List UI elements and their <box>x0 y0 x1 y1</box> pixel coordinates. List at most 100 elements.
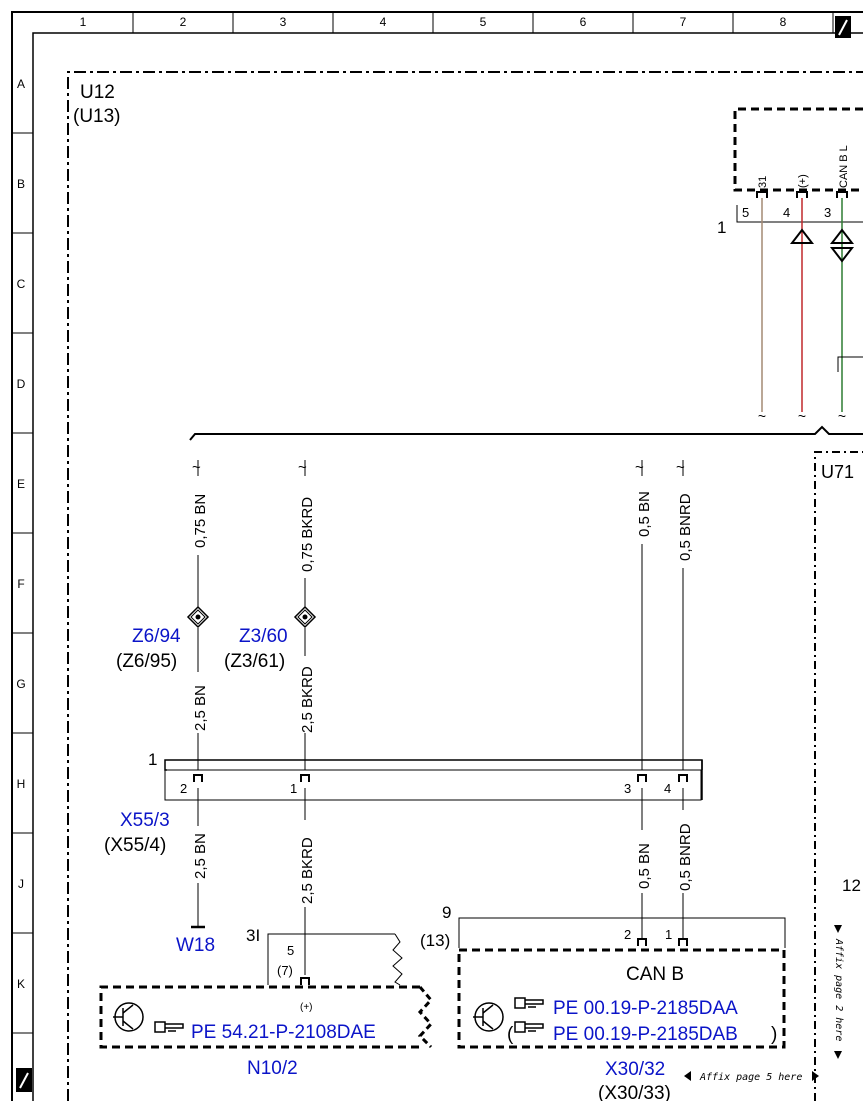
triangle-icon <box>812 1071 819 1081</box>
wire-spec: 0,75 BKRD <box>299 497 316 572</box>
row-label: E <box>17 477 25 491</box>
svg-text:~: ~ <box>635 459 644 476</box>
pointing-hand-icon <box>154 1021 184 1033</box>
svg-text:~: ~ <box>838 408 846 424</box>
column-label: 6 <box>580 15 587 29</box>
column-label: 8 <box>780 15 787 29</box>
u71-module-border <box>814 451 863 1101</box>
wire-spec: 0,5 BNRD <box>677 823 694 891</box>
column-label: 4 <box>380 15 387 29</box>
x30-connector-bracket <box>458 917 786 948</box>
row-label: F <box>17 577 24 591</box>
row-label: G <box>16 677 25 691</box>
column-ticks <box>132 12 834 33</box>
n10-connector-bracket <box>267 933 395 985</box>
u71-label: U71 <box>821 462 854 482</box>
row-ticks <box>12 132 33 1034</box>
top-connector-bracket <box>736 205 863 223</box>
wire-spec: 0,5 BNRD <box>677 493 694 561</box>
paren-close: ) <box>771 1024 777 1045</box>
splice-icon <box>186 605 210 629</box>
break-zigzag <box>392 933 403 986</box>
connector-id: 3I <box>246 926 260 945</box>
row-label: C <box>17 277 26 291</box>
n10-module-box <box>99 985 420 1049</box>
splice-icon <box>293 605 317 629</box>
affix-note: Affix page 2 here <box>833 938 844 1041</box>
affix-note: Affix page 5 here <box>699 1072 802 1083</box>
connector-number: 9 <box>442 903 451 922</box>
pin-alt-number: (7) <box>277 963 293 978</box>
inner-frame <box>32 32 863 1101</box>
x55-connector-body <box>164 769 702 801</box>
harness-line <box>189 425 863 441</box>
top-connector-pins <box>756 191 848 198</box>
u12-alt-label: (U13) <box>73 106 121 127</box>
pointing-hand-icon <box>514 1021 544 1033</box>
reference-link[interactable]: PE 00.19-P-2185DAB <box>553 1024 738 1045</box>
wire-spec: 0,5 BN <box>636 843 653 889</box>
module-label[interactable]: X30/32 <box>605 1059 665 1080</box>
module-label[interactable]: N10/2 <box>247 1058 298 1079</box>
connector-pins <box>193 774 688 782</box>
splice-label[interactable]: Z3/60 <box>239 626 288 647</box>
svg-text:~: ~ <box>192 459 201 476</box>
ground-label[interactable]: W18 <box>176 935 215 956</box>
paren-open: ( <box>507 1024 514 1045</box>
transistor-icon <box>113 1002 144 1032</box>
connector-label[interactable]: X55/3 <box>120 810 170 831</box>
triangle-icon <box>684 1071 691 1081</box>
plus-marker: (+) <box>300 1002 313 1013</box>
triangle-icon <box>834 925 842 933</box>
splice-label[interactable]: Z6/94 <box>132 626 181 647</box>
edge-number: 12 <box>842 876 861 895</box>
splice-alt-label: (Z6/95) <box>116 651 177 672</box>
u12-label: U12 <box>80 82 115 103</box>
wire-spec: 2,5 BN <box>192 685 209 731</box>
connector-number: 1 <box>148 750 157 769</box>
reference-link[interactable]: PE 00.19-P-2185DAA <box>553 998 738 1019</box>
wire-break-marks: ~ ~ ~ ~ <box>192 459 685 476</box>
column-label: 3 <box>280 15 287 29</box>
row-label: H <box>17 777 26 791</box>
row-label: K <box>17 977 25 991</box>
column-label: 2 <box>180 15 187 29</box>
wire-spec: 0,5 BN <box>636 491 653 537</box>
x55-connector-top <box>164 759 703 771</box>
connector-alt-label: (X55/4) <box>104 835 166 856</box>
connector-pins <box>637 938 688 946</box>
pin-number: 5 <box>287 943 294 958</box>
svg-text:~: ~ <box>676 459 685 476</box>
x30-module-box <box>457 948 786 1049</box>
pencil-icon <box>16 1068 32 1092</box>
pin-number: 3 <box>824 205 831 220</box>
pin-tag: 31 <box>757 176 769 188</box>
pin-tag: (+) <box>797 174 809 188</box>
top-connector-number: 1 <box>717 218 726 237</box>
triangle-icon <box>834 1051 842 1059</box>
row-label: J <box>18 877 24 891</box>
reference-link[interactable]: PE 54.21-P-2108DAE <box>191 1022 376 1043</box>
row-label: A <box>17 77 25 91</box>
column-label: 1 <box>80 15 87 29</box>
module-title: CAN B <box>626 964 684 985</box>
pencil-icon <box>835 16 851 38</box>
splice-alt-label: (Z3/61) <box>224 651 285 672</box>
connector-pin <box>300 977 310 985</box>
row-label: B <box>17 177 25 191</box>
column-label: 5 <box>480 15 487 29</box>
connector-alt-number: (13) <box>420 931 450 950</box>
wire-breaks: ~ ~ ~ <box>758 408 846 424</box>
signal-wires <box>197 544 684 975</box>
pointing-hand-icon <box>514 997 544 1009</box>
svg-text:~: ~ <box>758 408 766 424</box>
svg-text:~: ~ <box>798 408 806 424</box>
pin-number: 1 <box>665 927 672 942</box>
svg-text:~: ~ <box>298 459 307 476</box>
wire-spec: 2,5 BKRD <box>299 666 316 733</box>
module-alt-label: (X30/33) <box>598 1083 671 1101</box>
pin-number: 4 <box>783 205 790 220</box>
pin-number: 2 <box>624 927 631 942</box>
column-label: 7 <box>680 15 687 29</box>
